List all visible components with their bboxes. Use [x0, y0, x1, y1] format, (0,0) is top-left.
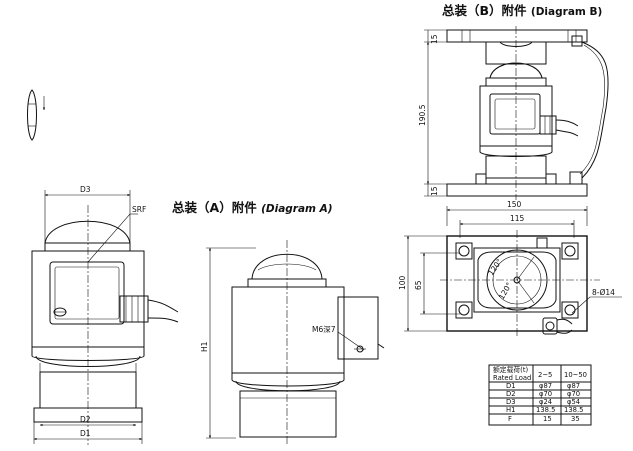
table-row-name: D3 [506, 398, 516, 406]
table-row-name: D2 [506, 390, 516, 398]
diagram-a-title: 总装（A）附件 (Diagram A) [172, 200, 333, 215]
table-cell: φ24 [539, 398, 552, 406]
dim-b-bottom: 15 [430, 186, 439, 196]
table-header-cn: 额定载荷(t) [493, 365, 529, 374]
table-cell: φ70 [539, 390, 552, 398]
diagram-b-title: 总装（B）附件 (Diagram B) [442, 3, 602, 18]
dim-plan-inner: 115 [510, 214, 525, 223]
dim-plan-height-outer: 100 [398, 275, 407, 290]
assembly-b-side-view: 15 190.5 15 [418, 26, 609, 200]
table-cell: 138.5 [536, 406, 555, 414]
pin-symbol [27, 89, 46, 141]
assembly-b-plan-view: 150 115 100 65 120° 120° [398, 200, 622, 338]
rated-load-table: 额定载荷(t) Rated Load 2~5 10~50 D1 φ87 φ87 … [488, 364, 592, 426]
table-cell: 15 [543, 415, 552, 423]
table-cell: φ70 [567, 390, 580, 398]
label-m6: M6深7 [312, 325, 336, 334]
angle-label-1: 120° [486, 257, 504, 277]
table-col-1: 2~5 [538, 371, 552, 379]
dim-b-height: 190.5 [418, 104, 427, 126]
dim-b-top: 15 [430, 34, 439, 44]
load-cell-side-view: H1 M6深7 [200, 240, 385, 446]
label-srf: SRF [132, 205, 146, 214]
dim-plan-height-inner: 65 [414, 280, 423, 290]
dim-d1: D1 [80, 429, 91, 438]
table-header-en: Rated Load [493, 374, 531, 382]
table-col-2: 10~50 [564, 371, 587, 379]
table-row-name: H1 [506, 406, 515, 414]
dim-h1: H1 [200, 341, 209, 352]
table-row-name: D1 [506, 382, 516, 390]
table-row-name: F [508, 415, 512, 423]
dim-d2: D2 [80, 415, 91, 424]
table-cell: 138.5 [564, 406, 583, 414]
table-cell: φ87 [567, 382, 580, 390]
table-cell: φ87 [539, 382, 552, 390]
angle-label-2: 120° [497, 281, 514, 301]
load-cell-front-view: D3 SRF D2 [31, 185, 179, 445]
dim-plan-outer: 150 [507, 200, 522, 209]
table-cell: 35 [571, 415, 580, 423]
table-cell: φ54 [567, 398, 580, 406]
dim-d3: D3 [80, 185, 91, 194]
label-bolt: 8-Ø14 [592, 288, 615, 297]
